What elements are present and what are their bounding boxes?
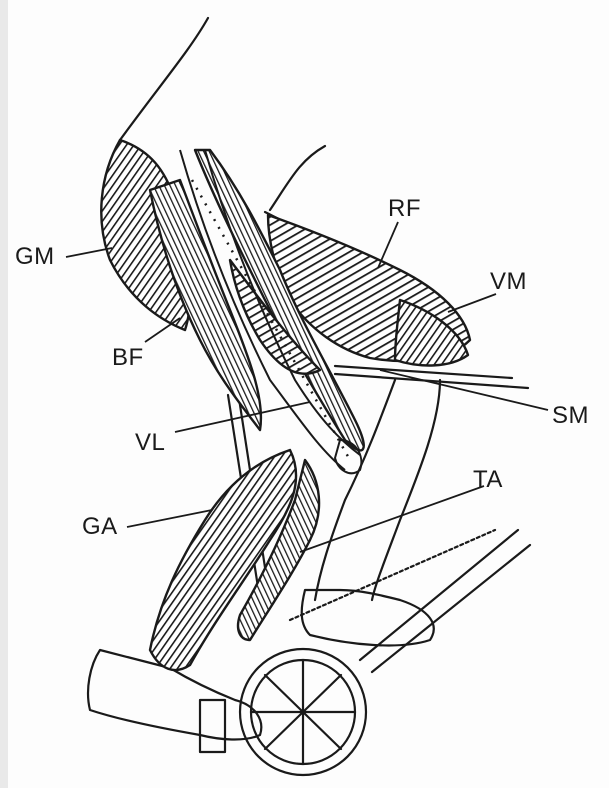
leader-sm xyxy=(380,370,548,410)
label-rf: RF xyxy=(388,195,421,223)
label-gm: GM xyxy=(15,243,55,271)
leader-rf xyxy=(378,222,398,268)
leader-gm xyxy=(66,248,112,257)
leader-bf xyxy=(145,318,180,342)
label-ga: GA xyxy=(82,513,118,541)
leader-vm xyxy=(448,294,496,312)
crank-spokes xyxy=(251,660,355,764)
label-ta: TA xyxy=(473,466,503,494)
leader-ga xyxy=(127,510,212,527)
pedal-block xyxy=(200,700,225,752)
label-vl: VL xyxy=(135,429,165,457)
label-vm: VM xyxy=(490,268,527,296)
label-bf: BF xyxy=(112,344,144,372)
saddle-rail xyxy=(335,366,528,388)
back-contour xyxy=(120,18,208,140)
label-sm: SM xyxy=(552,402,589,430)
